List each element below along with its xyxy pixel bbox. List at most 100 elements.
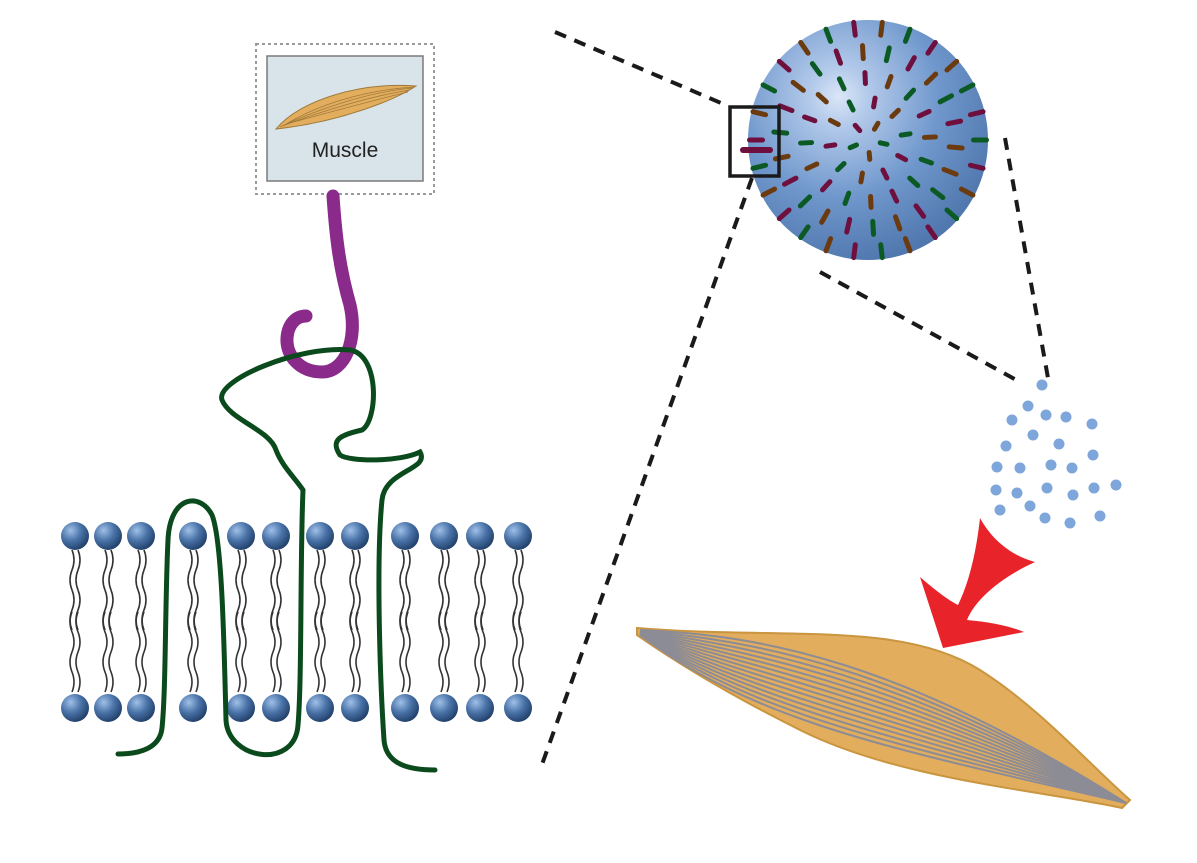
muscle-fiber-icon — [636, 626, 1132, 810]
vesicle-spike — [902, 26, 913, 44]
lipid-head — [262, 522, 290, 550]
released-dot — [1064, 517, 1076, 529]
lipid-tails — [349, 549, 361, 693]
released-dot — [1094, 510, 1106, 522]
lipid-tails — [69, 549, 81, 693]
vesicle-spike — [866, 149, 873, 162]
vesicle-spike — [925, 39, 938, 56]
vesicle-spike — [923, 71, 939, 86]
vesicle-spike — [798, 39, 811, 56]
vesicle-spike — [836, 76, 847, 92]
vesicle-spike — [871, 120, 881, 132]
muscle-fiber-line — [639, 629, 1127, 804]
vesicle-spike — [809, 61, 823, 77]
released-dot — [1036, 379, 1048, 391]
lipid-head — [341, 522, 369, 550]
lipid-tails — [399, 549, 411, 693]
vesicle-spike — [898, 131, 913, 138]
vesicle-spike — [958, 82, 976, 94]
lipid-tails — [438, 549, 450, 693]
released-dot — [1053, 438, 1065, 450]
vesicle-spike — [967, 162, 986, 171]
released-dot — [990, 484, 1002, 496]
lipid-tails — [235, 549, 247, 693]
vesicle-spike — [905, 55, 917, 72]
vesicle-spike — [946, 144, 965, 151]
vesicle-spike — [925, 224, 938, 241]
lipid-head — [179, 522, 207, 550]
vesicle-spike — [776, 207, 792, 222]
released-dot — [1040, 409, 1052, 421]
vesicle-spike — [823, 26, 834, 44]
vesicle-spike — [937, 93, 955, 105]
lipid-head — [179, 694, 207, 722]
transmembrane-receptor-icon — [115, 347, 438, 773]
released-dot — [1006, 414, 1018, 426]
vesicle-spike — [823, 142, 838, 149]
vesicle-spike — [889, 107, 901, 120]
vesicle-spike — [827, 117, 841, 127]
muscle-fiber-line — [639, 634, 1127, 804]
vesicle-spike — [776, 58, 792, 73]
vesicle-spike — [798, 224, 811, 241]
muscle-fiber-line — [639, 631, 1127, 804]
muscle-fiber-line — [639, 633, 1127, 804]
vesicle-spike — [847, 142, 860, 151]
muscle-fiber-line — [639, 632, 1127, 804]
muscle-fiber-line — [639, 629, 1127, 804]
lipid-tails — [474, 549, 486, 693]
vesicle-spike — [846, 99, 856, 113]
vesicle-spike — [878, 242, 885, 261]
vesicle-spike — [790, 79, 806, 93]
vesicle-spike — [916, 108, 932, 119]
lipid-tails — [512, 549, 524, 693]
vesicle-spike — [844, 216, 853, 235]
vesicle-spike — [941, 166, 959, 177]
muscle-fiber-line — [639, 631, 1127, 804]
lipid-head — [61, 694, 89, 722]
vesicle-spike — [819, 179, 833, 193]
lipid-head — [227, 522, 255, 550]
vesicle-spike — [851, 19, 858, 38]
vesicle-spike — [858, 170, 865, 185]
vesicle-spike — [902, 236, 913, 254]
muscle-fiber-line — [639, 630, 1127, 804]
vesicle-spike — [903, 87, 917, 101]
vesicle-spike — [760, 186, 778, 198]
lipid-tails — [135, 549, 147, 693]
lipid-head — [306, 522, 334, 550]
released-dot — [1110, 479, 1122, 491]
vesicle-icon — [728, 19, 989, 261]
vesicle-spike — [895, 153, 909, 163]
lipid-head — [504, 694, 532, 722]
muscle-stamp: Muscle — [255, 43, 435, 195]
vesicle-spike — [760, 82, 778, 94]
vesicle-spike — [889, 188, 900, 204]
vesicle-spike — [871, 95, 878, 110]
vesicle-spike — [918, 156, 934, 166]
lipid-head — [391, 522, 419, 550]
released-dot — [1060, 411, 1072, 423]
released-dot — [994, 504, 1006, 516]
vesicle-spike — [777, 103, 795, 114]
released-dot — [1022, 400, 1034, 412]
vesicle-spike — [797, 194, 813, 209]
released-dot — [1087, 449, 1099, 461]
muscle-fiber-line — [639, 632, 1127, 804]
lipid-head — [504, 522, 532, 550]
vesicle-spike — [835, 160, 847, 173]
lipid-head — [466, 694, 494, 722]
lipid-head — [430, 522, 458, 550]
lipid-head — [430, 694, 458, 722]
lipid-head — [466, 522, 494, 550]
lipid-head — [61, 522, 89, 550]
lipid-tails — [187, 549, 199, 693]
lipid-head — [227, 694, 255, 722]
vesicle-spike — [967, 109, 986, 118]
vesicle-spike — [944, 207, 960, 222]
vesicle-spike — [930, 187, 946, 201]
vesicle-spike — [907, 175, 921, 189]
vesicle-spike — [878, 19, 885, 38]
lipid-head — [306, 694, 334, 722]
